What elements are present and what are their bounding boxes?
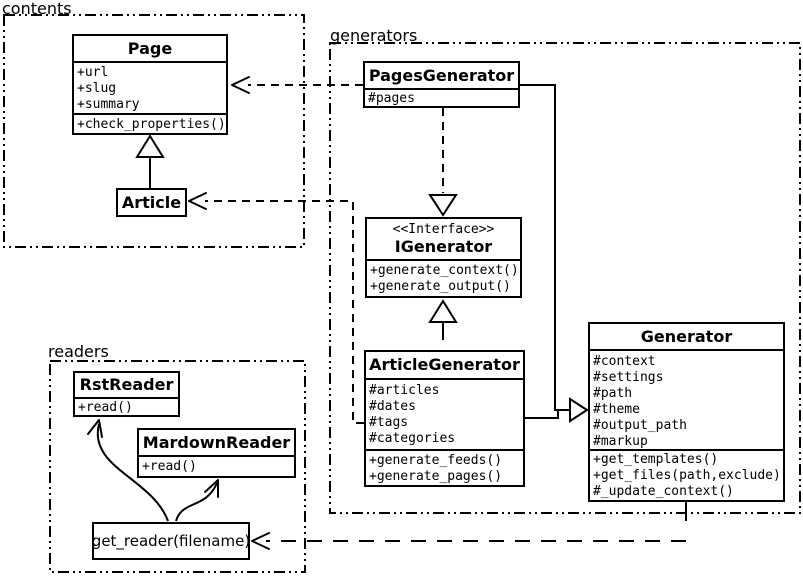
method: +check_properties() bbox=[77, 117, 226, 132]
method: +get_files(path,exclude) bbox=[593, 468, 781, 483]
edge-articlegenerator-extends-generator bbox=[525, 410, 559, 419]
method: +generate_pages() bbox=[369, 469, 503, 484]
class-generator-methods: +get_templates() +get_files(path,exclude… bbox=[590, 451, 783, 502]
attribute: #dates bbox=[369, 399, 416, 414]
interface-igenerator: <<Interface>> IGenerator +generate_conte… bbox=[365, 217, 522, 298]
attribute: #path bbox=[593, 386, 633, 401]
package-label-readers: readers bbox=[48, 342, 109, 361]
edge-getreader-to-rstreader bbox=[96, 423, 169, 522]
package-generators-border bbox=[329, 42, 801, 514]
class-rstreader: RstReader +read() bbox=[73, 371, 180, 417]
class-mardownreader-methods: +read() bbox=[139, 457, 294, 477]
generalization-triangle-page bbox=[135, 134, 165, 158]
class-page: Page +url +slug +summary +check_properti… bbox=[72, 34, 228, 135]
class-page-attributes: +url +slug +summary bbox=[74, 63, 226, 115]
class-article: Article bbox=[116, 188, 187, 217]
generalization-triangle-igenerator-bottom bbox=[428, 299, 458, 323]
attribute: #tags bbox=[369, 415, 409, 430]
interface-igenerator-methods: +generate_context() +generate_output() bbox=[367, 261, 520, 297]
class-pagesgenerator: PagesGenerator #pages bbox=[363, 61, 520, 108]
attribute: #markup bbox=[593, 434, 648, 449]
get-reader-label: get_reader(filename) bbox=[91, 532, 251, 550]
class-pagesgenerator-attributes: #pages bbox=[365, 90, 518, 108]
class-articlegenerator: ArticleGenerator #articles #dates #tags … bbox=[364, 350, 525, 487]
attribute: #categories bbox=[369, 431, 456, 446]
class-generator-title: Generator bbox=[590, 324, 783, 351]
attribute: #pages bbox=[368, 91, 415, 106]
edge-pagesgenerator-extends-generator bbox=[520, 84, 570, 411]
method: +read() bbox=[78, 400, 133, 415]
class-pagesgenerator-title: PagesGenerator bbox=[365, 63, 518, 90]
package-readers-border bbox=[49, 360, 306, 573]
realization-triangle-igenerator-top bbox=[428, 194, 458, 217]
class-article-title: Article bbox=[121, 192, 182, 212]
class-articlegenerator-attributes: #articles #dates #tags #categories bbox=[366, 380, 523, 451]
class-rstreader-methods: +read() bbox=[75, 399, 178, 417]
method: +generate_context() bbox=[370, 263, 519, 278]
open-arrowhead-rstreader bbox=[87, 419, 103, 438]
attribute: +url bbox=[77, 65, 109, 80]
attribute: #context bbox=[593, 354, 656, 369]
method: +generate_output() bbox=[370, 279, 511, 294]
open-arrowhead-getreader bbox=[251, 532, 270, 550]
attribute: #output_path bbox=[593, 418, 687, 433]
class-page-title: Page bbox=[74, 36, 226, 63]
method: #_update_context() bbox=[593, 484, 734, 499]
attribute: #settings bbox=[593, 370, 664, 385]
class-articlegenerator-title: ArticleGenerator bbox=[366, 352, 523, 380]
class-mardownreader: MardownReader +read() bbox=[137, 428, 296, 478]
package-contents-border bbox=[3, 14, 305, 248]
package-label-contents: contents bbox=[2, 0, 72, 18]
class-rstreader-title: RstReader bbox=[75, 373, 178, 399]
class-generator: Generator #context #settings #path #them… bbox=[588, 322, 785, 502]
edge-articlegenerator-to-article bbox=[205, 200, 364, 424]
open-arrowhead-page bbox=[231, 76, 250, 94]
method: +get_templates() bbox=[593, 452, 719, 467]
interface-igenerator-title: <<Interface>> IGenerator bbox=[367, 219, 520, 261]
attribute: +summary bbox=[77, 97, 140, 112]
node-get-reader: get_reader(filename) bbox=[92, 522, 250, 560]
edge-getreader-to-mardownreader bbox=[175, 482, 218, 522]
class-articlegenerator-methods: +generate_feeds() +generate_pages() bbox=[366, 451, 523, 487]
stereotype-label: <<Interface>> bbox=[392, 221, 495, 237]
generalization-triangle-generator bbox=[569, 397, 589, 423]
attribute: #theme bbox=[593, 402, 640, 417]
open-arrowhead-article bbox=[188, 192, 207, 210]
method: +generate_feeds() bbox=[369, 453, 503, 468]
open-arrowhead-mardownreader bbox=[204, 479, 219, 498]
package-label-generators: generators bbox=[330, 26, 418, 45]
class-generator-attributes: #context #settings #path #theme #output_… bbox=[590, 351, 783, 451]
attribute: #articles bbox=[369, 383, 440, 398]
attribute: +slug bbox=[77, 81, 117, 96]
interface-name: IGenerator bbox=[394, 236, 493, 256]
method: +read() bbox=[142, 459, 197, 474]
class-mardownreader-title: MardownReader bbox=[139, 430, 294, 457]
class-page-methods: +check_properties() bbox=[74, 115, 226, 135]
